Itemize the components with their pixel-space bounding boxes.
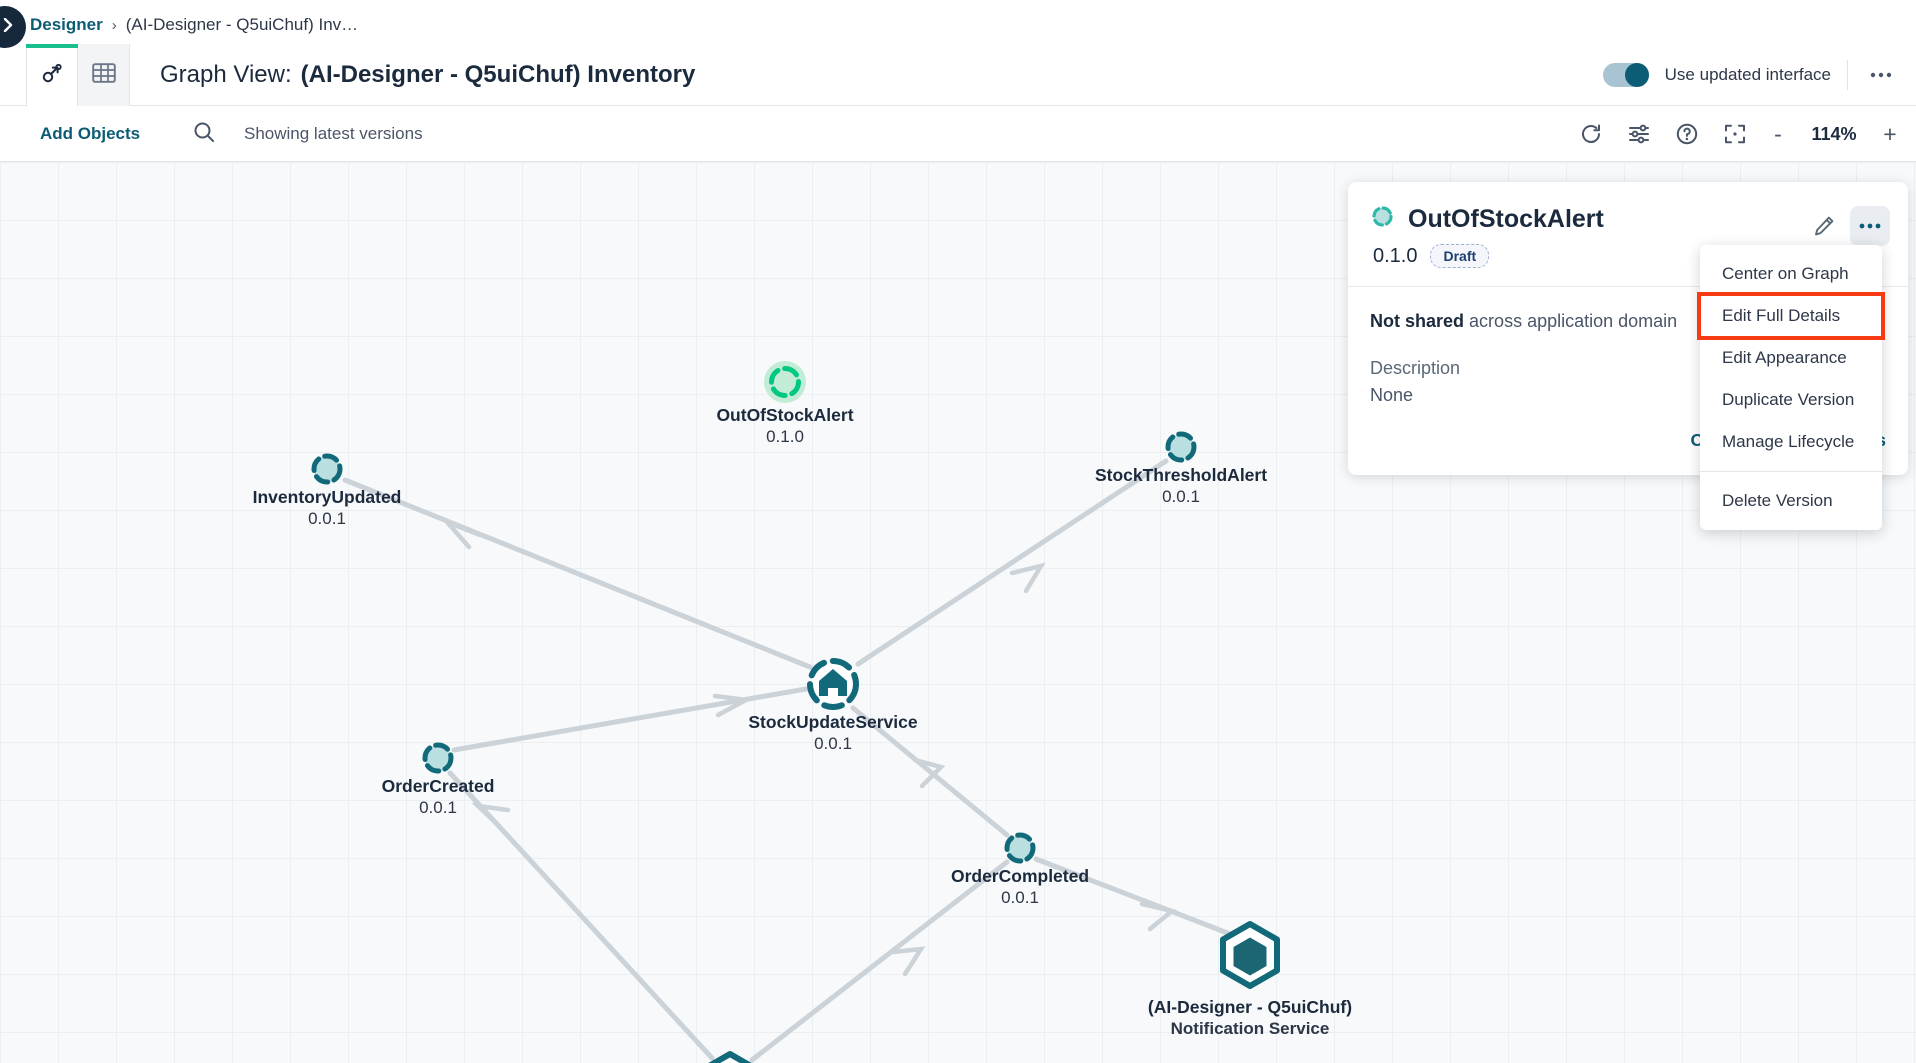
panel-version: 0.1.0	[1373, 244, 1418, 267]
filter-sliders-icon[interactable]	[1626, 121, 1652, 147]
graph-toolbar: Add Objects Showing latest versions	[0, 106, 1916, 162]
menu-item-center-on-graph[interactable]: Center on Graph	[1722, 264, 1849, 283]
node-ordercompleted[interactable]	[1004, 832, 1036, 864]
page-title-prefix: Graph View:	[160, 61, 292, 88]
sidebar-expand-button[interactable]	[0, 6, 26, 48]
page-title: Graph View: (AI-Designer - Q5uiChuf) Inv…	[160, 44, 695, 106]
header-divider	[1847, 60, 1848, 90]
view-tabs	[26, 44, 130, 106]
breadcrumb-separator: ›	[111, 16, 117, 34]
tab-table-view[interactable]	[78, 44, 130, 106]
graph-canvas[interactable]: OutOfStockAlert 0.1.0 InventoryUpdated 0…	[0, 162, 1916, 1063]
page-title-name: (AI-Designer - Q5uiChuf) Inventory	[300, 61, 696, 88]
add-objects-button[interactable]: Add Objects	[40, 124, 141, 143]
fit-to-screen-icon[interactable]	[1722, 121, 1748, 147]
menu-item-edit-full-details[interactable]: Edit Full Details	[1697, 292, 1885, 340]
node-notificationservice[interactable]	[1220, 921, 1280, 989]
share-status-rest: across application domain	[1469, 311, 1678, 331]
description-label: Description	[1370, 358, 1461, 378]
panel-body: Not shared across application domain Des…	[1348, 287, 1908, 430]
help-circle-icon[interactable]	[1674, 121, 1700, 147]
header-overflow-button[interactable]	[1864, 58, 1898, 92]
node-ordercreated[interactable]	[422, 742, 454, 774]
search-button[interactable]	[192, 106, 216, 162]
header-actions: Use updated interface	[1602, 44, 1898, 106]
use-updated-interface-label: Use updated interface	[1664, 65, 1831, 84]
menu-item-manage-lifecycle[interactable]: Manage Lifecycle	[1722, 432, 1855, 451]
panel-title-row: OutOfStockAlert	[1370, 204, 1886, 234]
menu-item-duplicate-version[interactable]: Duplicate Version	[1722, 390, 1855, 409]
status-badge: Draft	[1430, 244, 1490, 268]
menu-item-delete-version[interactable]: Delete Version	[1722, 491, 1833, 510]
panel-actions	[1804, 206, 1890, 246]
node-inventoryupdated[interactable]	[311, 453, 343, 485]
breadcrumb: Designer › (AI-Designer - Q5uiChuf) Inv…	[30, 12, 358, 38]
menu-separator	[1700, 471, 1882, 472]
node-pos[interactable]	[703, 1051, 757, 1063]
menu-item-edit-appearance[interactable]: Edit Appearance	[1722, 348, 1847, 367]
node-outofstockalert[interactable]	[764, 361, 806, 403]
graph-nodes	[311, 361, 1280, 1063]
breadcrumb-current: (AI-Designer - Q5uiChuf) Inv…	[125, 15, 359, 34]
search-icon	[192, 120, 216, 149]
zoom-in-button[interactable]: +	[1883, 120, 1897, 147]
tab-graph-view[interactable]	[26, 44, 78, 106]
chevron-right-icon	[0, 17, 15, 37]
panel-header: OutOfStockAlert 0.1.0 Draft	[1348, 182, 1908, 287]
panel-title: OutOfStockAlert	[1408, 204, 1604, 233]
graph-edges	[342, 458, 1233, 1063]
event-circle-icon	[1370, 204, 1395, 234]
toolbar-right-controls: - 114% +	[1578, 106, 1898, 162]
graph-svg	[311, 361, 1280, 1063]
node-stockthresholdalert[interactable]	[1165, 431, 1197, 463]
share-status-bold: Not shared	[1370, 311, 1465, 331]
panel-subtitle: 0.1.0 Draft	[1373, 244, 1886, 268]
context-menu: Center on Graph Edit Full Details Edit A…	[1697, 245, 1885, 530]
edit-pencil-button[interactable]	[1804, 206, 1844, 246]
breadcrumb-root-link[interactable]: Designer	[30, 15, 103, 34]
use-updated-interface-toggle[interactable]	[1602, 63, 1649, 87]
node-stockupdateservice[interactable]	[807, 658, 859, 710]
graph-node-icon	[40, 61, 64, 90]
zoom-level-label: 114%	[1811, 123, 1857, 144]
panel-more-button[interactable]	[1850, 206, 1890, 246]
zoom-controls: - 114% +	[1770, 121, 1898, 148]
refresh-icon[interactable]	[1578, 121, 1604, 147]
description-value: None	[1370, 385, 1414, 405]
zoom-out-button[interactable]: -	[1774, 120, 1782, 147]
share-status: Not shared across application domain	[1370, 311, 1886, 332]
page-header: Graph View: (AI-Designer - Q5uiChuf) Inv…	[0, 44, 1916, 106]
table-grid-icon	[91, 62, 116, 89]
showing-versions-label: Showing latest versions	[244, 124, 423, 143]
